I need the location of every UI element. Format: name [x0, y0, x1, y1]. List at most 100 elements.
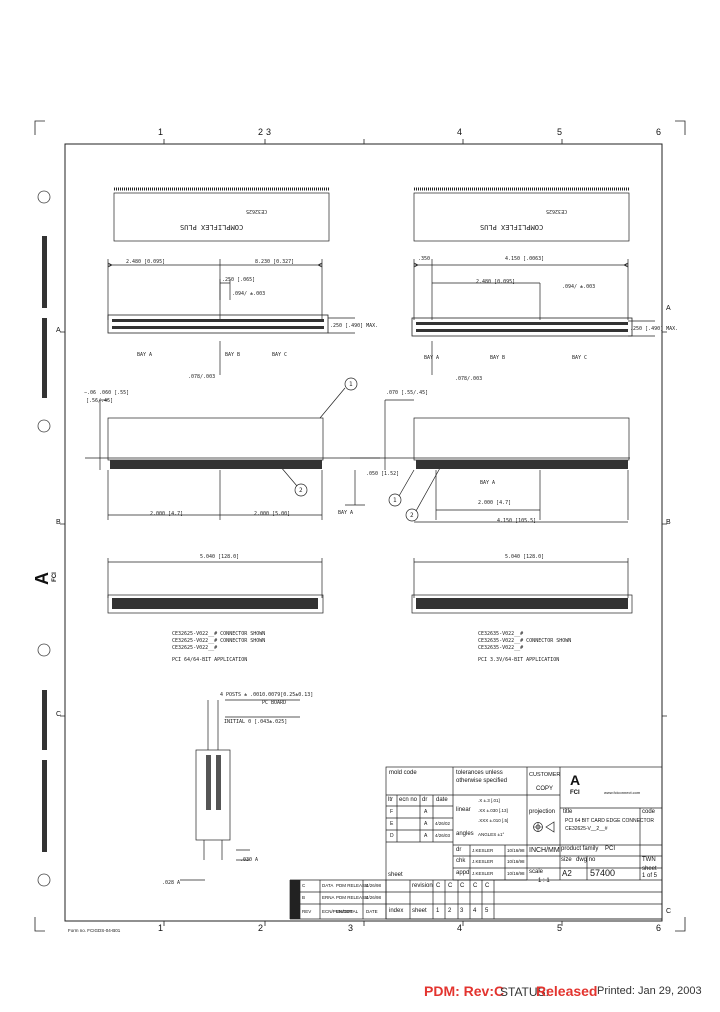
zone-label-left: A — [56, 327, 61, 334]
bottom-view-left-slots — [112, 598, 318, 609]
ecn-header: REV — [302, 909, 312, 914]
zone-label-top: 3 — [266, 127, 272, 137]
status-label: STATUS: — [500, 985, 549, 999]
detail-note: PC BOARD — [262, 700, 287, 706]
code-value: TWN — [642, 857, 656, 863]
code-label: code — [642, 809, 656, 815]
ecn-rev: B — [302, 895, 306, 900]
bay-label-left-c: BAY C — [272, 352, 288, 358]
ecn-header: ECN/PCN/DDT — [322, 909, 353, 914]
callout-1-circle — [344, 377, 358, 391]
zone-label-bottom: 5 — [557, 923, 563, 933]
application-left: PCI 64/64-BIT APPLICATION — [172, 657, 248, 663]
dim-overall-right: 4.150 [.0063] — [505, 256, 545, 262]
brand-label-right: COMPLIFLEX PLUS — [480, 223, 544, 231]
dim-top2-side-left: [.56/.45] — [86, 398, 114, 404]
rev-letter: C — [473, 883, 478, 889]
tolerances-line: otherwise specified — [456, 778, 508, 784]
zone-label-top: 1 — [158, 127, 164, 137]
size-label: size — [561, 857, 572, 863]
scale-value: 1 : 1 — [538, 878, 550, 884]
corner-mark-tr — [675, 120, 686, 135]
front-view-left-pins — [112, 319, 324, 329]
rev-letter: C — [436, 883, 441, 889]
rev-cell: E — [390, 821, 394, 827]
company-logo-sub: FCI — [570, 790, 580, 796]
zone-label-bottom: 4 — [457, 923, 463, 933]
callout-1-circle-right — [388, 493, 402, 507]
dim-top-side-left: −.06 .060 [.55] — [84, 390, 130, 396]
bay-label-right-b: BAY B — [490, 355, 506, 361]
ecn-rev: C — [302, 883, 306, 888]
zone-label-left: B — [56, 519, 61, 526]
rev-cell: D — [390, 833, 394, 839]
bay-label-left-b: BAY B — [225, 352, 241, 358]
ecn-material: PDM RELEASE — [336, 883, 369, 888]
sheet-number: 3 — [460, 908, 464, 914]
bottom-note-right: CE32635-V022__# CONNECTOR SHOWN — [478, 638, 572, 644]
dim-span-right: 2.000 [5.00] — [254, 511, 291, 517]
rev-header: ecn no — [399, 797, 418, 803]
sig-date: 10/16/98 — [507, 848, 525, 853]
callout-1-left: 1 — [349, 381, 353, 388]
revision-row-label: revision — [412, 883, 433, 889]
sig-role: chk — [456, 858, 466, 864]
sig-role: appd — [456, 870, 470, 876]
rev-cell: A — [424, 809, 428, 815]
zone-label-left: C — [56, 711, 62, 718]
tolerances-line: tolerances unless — [456, 770, 503, 776]
detail-view — [180, 699, 300, 881]
bay-label-side-left: BAY A — [338, 510, 354, 516]
brand-logo-letter: A — [32, 572, 52, 585]
product-family-label: product family — [561, 846, 599, 852]
linear-label: linear — [456, 807, 471, 813]
sheet-row-label: sheet — [412, 908, 427, 914]
zone-label-top: 6 — [656, 127, 662, 137]
bay-label-left-a: BAY A — [137, 352, 153, 358]
dim-bottom-left: .078/.003 — [188, 374, 216, 380]
callout-2-circle — [294, 483, 308, 497]
sheet-label: sheet — [642, 866, 657, 872]
dim-c-right: .094/ ±.003 — [562, 284, 596, 290]
bottom-note-right: CE32635-V022__# — [478, 631, 524, 637]
zone-label-right: B — [666, 519, 671, 526]
pdm-revision: PDM: Rev:C — [424, 983, 505, 999]
dim-bay-a-right: 2.480 [0.095] — [476, 279, 516, 285]
dim-span2-side-right: 4.150 [105.5] — [497, 518, 537, 524]
sig-role: dr — [456, 847, 462, 853]
application-right: PCI 3.3V/64-BIT APPLICATION — [478, 657, 560, 663]
bay-label-right-c: BAY C — [572, 355, 588, 361]
detail-note: 4 POSTS ± .0010.0079[0.25±0.13] — [220, 692, 314, 698]
company-web: www.fciconnect.com — [604, 790, 641, 795]
sig-name: J.KESLER — [472, 871, 494, 876]
callout-1-right: 1 — [393, 497, 397, 504]
front-view-right-pins — [416, 322, 628, 332]
title-block-lower-black — [290, 880, 300, 919]
customer-copy: COPY — [536, 786, 554, 792]
sheet-number: 2 — [448, 908, 452, 914]
part-number-right: CE32625 — [546, 208, 568, 214]
angles-value: ANGLES ±1° — [478, 832, 505, 837]
zone-label-bottom: 6 — [656, 923, 662, 933]
dim-overall-bottom-right: 5.040 [128.0] — [505, 554, 545, 560]
rev-cell: 4/26/02 — [435, 821, 451, 826]
ecn-material: PDM RELEASE — [336, 895, 369, 900]
rev-cell: A — [424, 821, 428, 827]
status-value: Released — [536, 983, 598, 999]
margin-marks — [37, 190, 51, 887]
ecn-header: DATE — [366, 909, 378, 914]
dim-bottom-right: .078/.003 — [455, 376, 483, 382]
linear-value: .X ±.3 [.01] — [478, 798, 500, 803]
rev-cell: F — [390, 809, 394, 815]
sig-name: J.KESLER — [472, 859, 494, 864]
rev-header: ltr — [388, 797, 393, 803]
detail-note: INITIAL 0 [.043±.025] — [224, 719, 288, 725]
dim-mid-side-right: .050 [1.52] — [366, 471, 400, 477]
size-value: A2 — [562, 869, 572, 878]
index-label: index — [389, 908, 404, 914]
corner-mark-br — [675, 917, 686, 932]
scale-label: scale — [529, 869, 544, 875]
ecn-header: MATERIAL — [336, 909, 359, 914]
ecn-date: 4/26/98 — [366, 895, 382, 900]
